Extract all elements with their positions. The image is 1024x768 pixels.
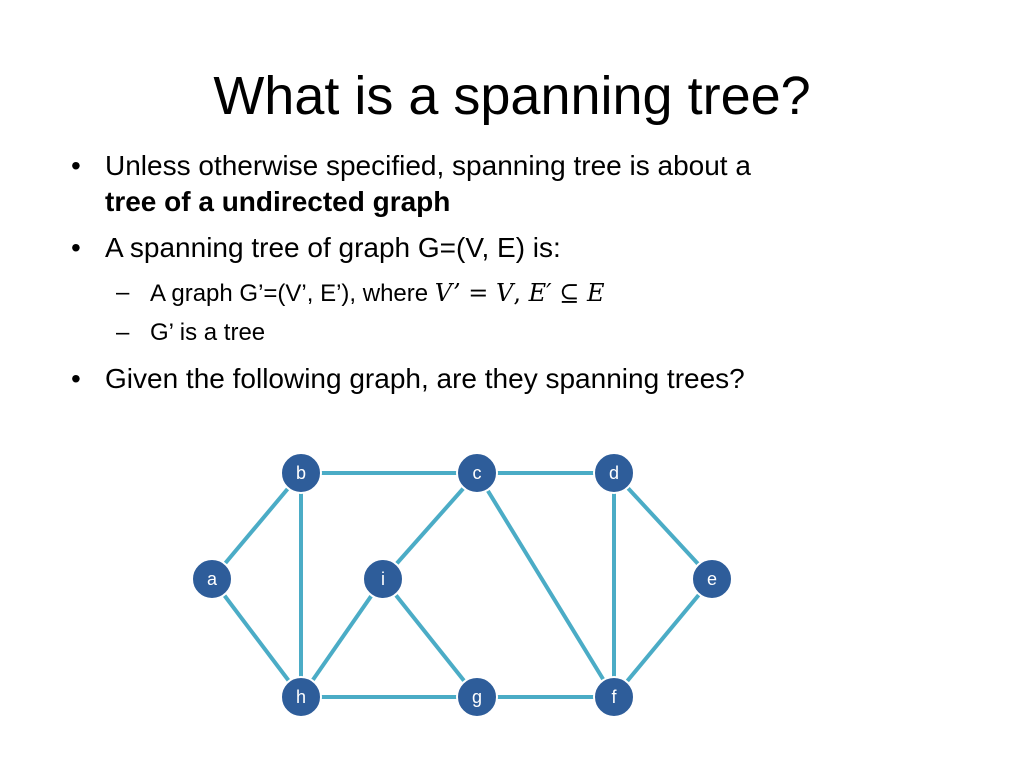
sub-bullet-text: G’ is a tree bbox=[150, 319, 266, 346]
sub-bullet-text: A graph G’=(V’, E’), where bbox=[150, 280, 435, 307]
bullet-item-1-line-2: tree of a undirected graph bbox=[105, 185, 450, 219]
bullet-dot-icon: • bbox=[71, 232, 81, 263]
graph-node-circle bbox=[593, 676, 635, 718]
graph-node-circle bbox=[593, 452, 635, 494]
bullet-item-1-line-1: • Unless otherwise specified, spanning t… bbox=[71, 149, 751, 183]
bullet-dot-icon: • bbox=[71, 363, 81, 394]
graph-node-d: d bbox=[593, 452, 635, 494]
bullet-dot-icon: • bbox=[71, 150, 81, 181]
sub-bullet-item-2: – G’ is a tree bbox=[116, 318, 266, 348]
graph-node-circle bbox=[191, 558, 233, 600]
graph-edge-a-b bbox=[210, 471, 303, 581]
graph-node-circle bbox=[362, 558, 404, 600]
math-e: E bbox=[586, 279, 605, 307]
math-subseteq: ⊆ bbox=[551, 279, 587, 307]
slide-title: What is a spanning tree? bbox=[213, 66, 811, 126]
graph-node-label: a bbox=[207, 569, 218, 589]
math-comma: , bbox=[513, 279, 529, 307]
math-v-prime: V’ bbox=[434, 279, 461, 307]
graph-edge-e-f bbox=[612, 577, 714, 699]
graph-node-label: f bbox=[611, 687, 617, 707]
bullet-item-3: • Given the following graph, are they sp… bbox=[71, 362, 745, 396]
graph-node-label: e bbox=[707, 569, 717, 589]
graph-node-circle bbox=[456, 452, 498, 494]
graph-node-circle bbox=[691, 558, 733, 600]
graph-node-label: b bbox=[296, 463, 306, 483]
graph-edges bbox=[210, 471, 714, 699]
graph-node-b: b bbox=[280, 452, 322, 494]
graph-node-e: e bbox=[691, 558, 733, 600]
graph-node-label: h bbox=[296, 687, 306, 707]
graph-edge-c-f bbox=[475, 471, 616, 699]
bullet-text: Unless otherwise specified, spanning tre… bbox=[105, 150, 751, 181]
bullet-text: A spanning tree of graph G=(V, E) is: bbox=[105, 232, 561, 263]
graph-node-h: h bbox=[280, 676, 322, 718]
bullet-text: Given the following graph, are they span… bbox=[105, 363, 745, 394]
graph-edge-i-g bbox=[381, 577, 479, 699]
bullet-text-bold: tree of a undirected graph bbox=[105, 186, 451, 217]
sub-bullet-dash-icon: – bbox=[116, 279, 130, 306]
graph-node-label: i bbox=[381, 569, 385, 589]
graph-node-circle bbox=[280, 676, 322, 718]
graph-node-c: c bbox=[456, 452, 498, 494]
graph-node-label: c bbox=[473, 463, 482, 483]
graph-edge-d-e bbox=[612, 471, 714, 581]
sub-bullet-item-1: – A graph G’=(V’, E’), where V’ = V, E′ … bbox=[116, 278, 605, 309]
graph-node-a: a bbox=[191, 558, 233, 600]
graph-node-i: i bbox=[362, 558, 404, 600]
math-equals: = bbox=[460, 279, 497, 307]
math-e-prime: E′ bbox=[528, 279, 552, 307]
graph-edge-c-i bbox=[381, 471, 479, 581]
graph-node-g: g bbox=[456, 676, 498, 718]
graph-node-circle bbox=[456, 676, 498, 718]
math-v: V bbox=[496, 279, 514, 307]
bullet-item-2: • A spanning tree of graph G=(V, E) is: bbox=[71, 231, 561, 265]
graph-node-label: d bbox=[609, 463, 619, 483]
graph-nodes: a b c d e f g h i bbox=[191, 452, 733, 718]
graph-node-f: f bbox=[593, 676, 635, 718]
math-expression: V’ = V, E′ ⊆ E bbox=[435, 279, 605, 307]
graph-node-label: g bbox=[472, 687, 482, 707]
graph-edge-h-i bbox=[299, 577, 385, 699]
graph-edge-a-h bbox=[210, 577, 303, 699]
sub-bullet-dash-icon: – bbox=[116, 319, 130, 346]
graph-node-circle bbox=[280, 452, 322, 494]
